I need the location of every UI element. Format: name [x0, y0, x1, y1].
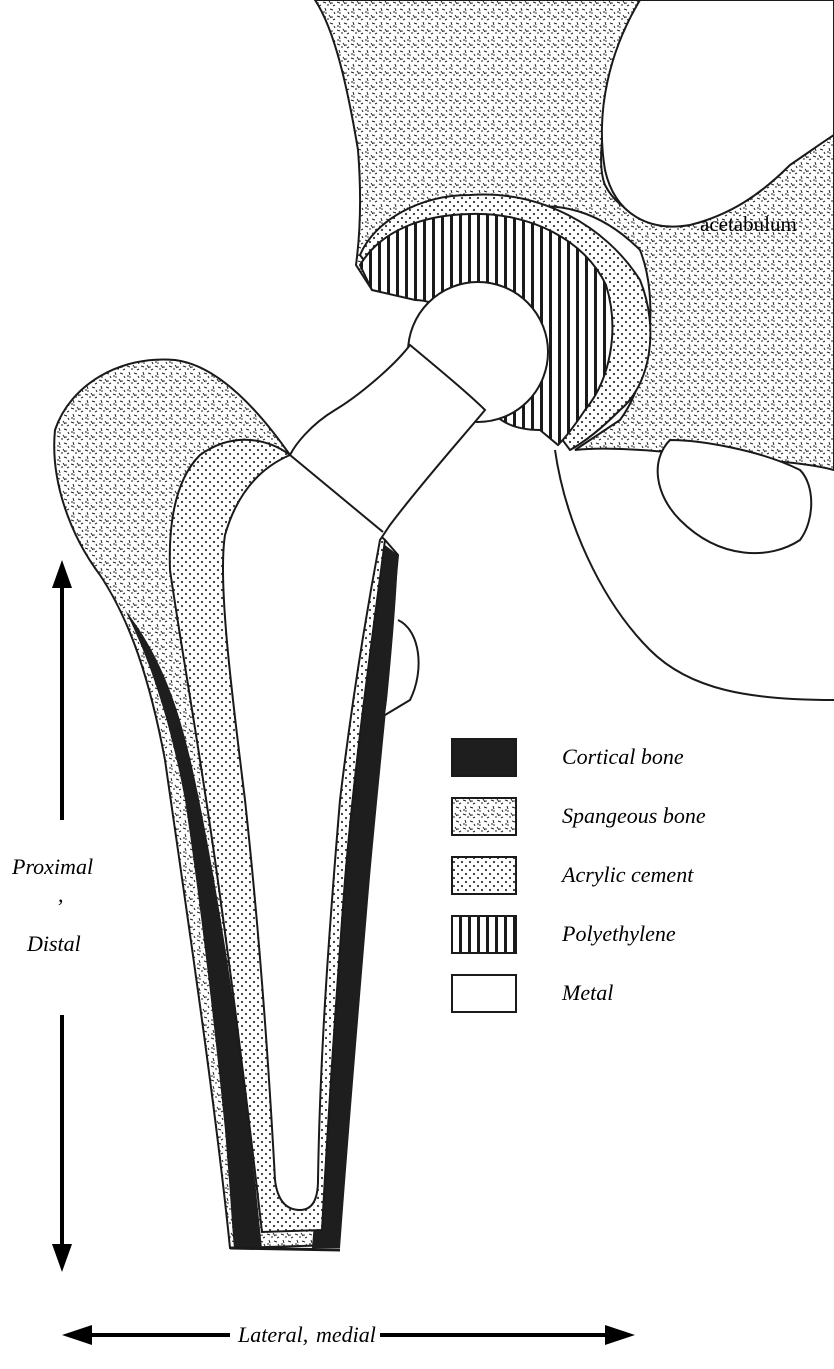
legend-swatch-metal — [452, 975, 516, 1012]
acetabulum-label: acetabulum — [700, 214, 797, 235]
medial-label: medial — [316, 1324, 376, 1346]
femur — [54, 345, 485, 1250]
legend-label-metal: Metal — [562, 982, 613, 1004]
distal-base — [230, 1248, 340, 1250]
lateral-label: Lateral, — [238, 1324, 308, 1346]
legend-label-cement: Acrylic cement — [562, 864, 693, 886]
legend-swatch-spongy — [452, 798, 516, 835]
medial-arrowhead — [605, 1325, 635, 1345]
legend-label-poly: Polyethylene — [562, 923, 676, 945]
legend-swatch-cortical — [452, 739, 516, 776]
legend-swatch-cement — [452, 857, 516, 894]
direction-comma: , — [58, 884, 64, 906]
distal-label: Distal — [27, 933, 81, 955]
lateral-arrowhead — [62, 1325, 92, 1345]
proximal-arrowhead — [52, 560, 72, 588]
legend-swatches — [452, 739, 516, 1012]
legend-swatch-poly — [452, 916, 516, 953]
distal-arrowhead — [52, 1244, 72, 1272]
legend-label-spongy: Spangeous bone — [562, 805, 706, 827]
proximal-label: Proximal — [12, 856, 93, 878]
legend-label-cortical: Cortical bone — [562, 746, 684, 768]
